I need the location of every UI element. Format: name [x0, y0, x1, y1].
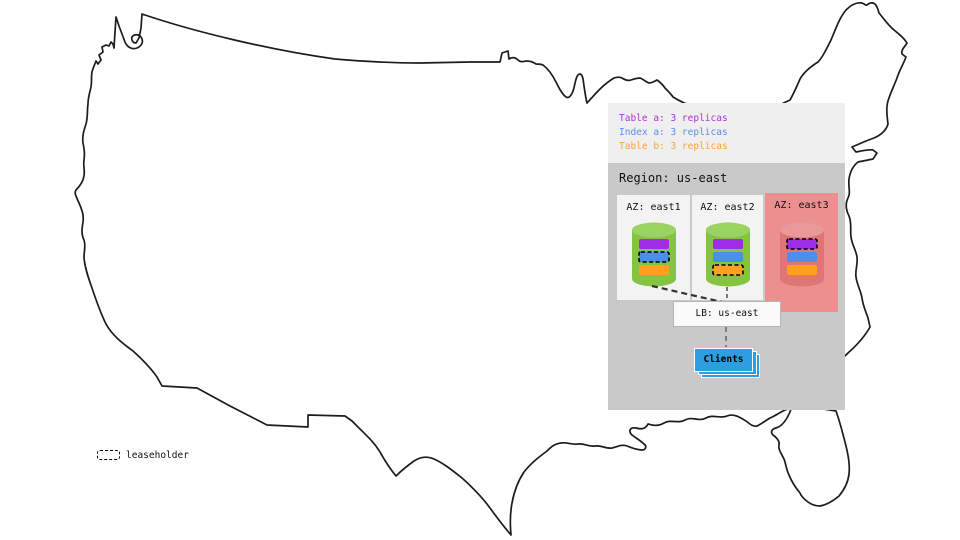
replica-table-a-leaseholder — [785, 238, 818, 250]
legend-table-b: Table b: 3 replicas — [619, 141, 728, 152]
clients-stack: Clients — [694, 348, 760, 378]
region-label: Region: us-east — [619, 171, 728, 185]
database-cylinder-east1 — [631, 222, 676, 287]
az-east2-label: AZ: east2 — [700, 202, 755, 213]
database-cylinder-east2 — [705, 222, 750, 287]
replica-table-a — [712, 239, 743, 249]
clients-box: Clients — [694, 348, 753, 372]
database-cylinder-east3 — [779, 222, 824, 287]
replica-table-b — [638, 265, 669, 275]
az-east2: AZ: east2 — [692, 195, 763, 300]
load-balancer: LB: us-east — [673, 301, 781, 327]
legend-table-a: Table a: 3 replicas — [619, 113, 728, 124]
leaseholder-swatch-icon — [97, 450, 120, 460]
leaseholder-label: leaseholder — [126, 450, 189, 461]
az-east1: AZ: east1 — [617, 195, 690, 300]
replica-table-b-leaseholder — [711, 264, 744, 276]
az-east3-label: AZ: east3 — [774, 200, 829, 211]
replica-index-a — [712, 252, 743, 262]
region-us-east: Region: us-east AZ: east1 AZ: east2 AZ: … — [608, 163, 845, 410]
replica-legend: Table a: 3 replicas Index a: 3 replicas … — [608, 103, 845, 163]
replica-index-a-leaseholder — [637, 251, 670, 263]
replica-table-a — [638, 239, 669, 249]
az-east1-label: AZ: east1 — [626, 202, 681, 213]
az-east3: AZ: east3 — [765, 193, 838, 312]
replica-table-b — [786, 265, 817, 275]
replica-index-a — [786, 252, 817, 262]
legend-index-a: Index a: 3 replicas — [619, 127, 728, 138]
